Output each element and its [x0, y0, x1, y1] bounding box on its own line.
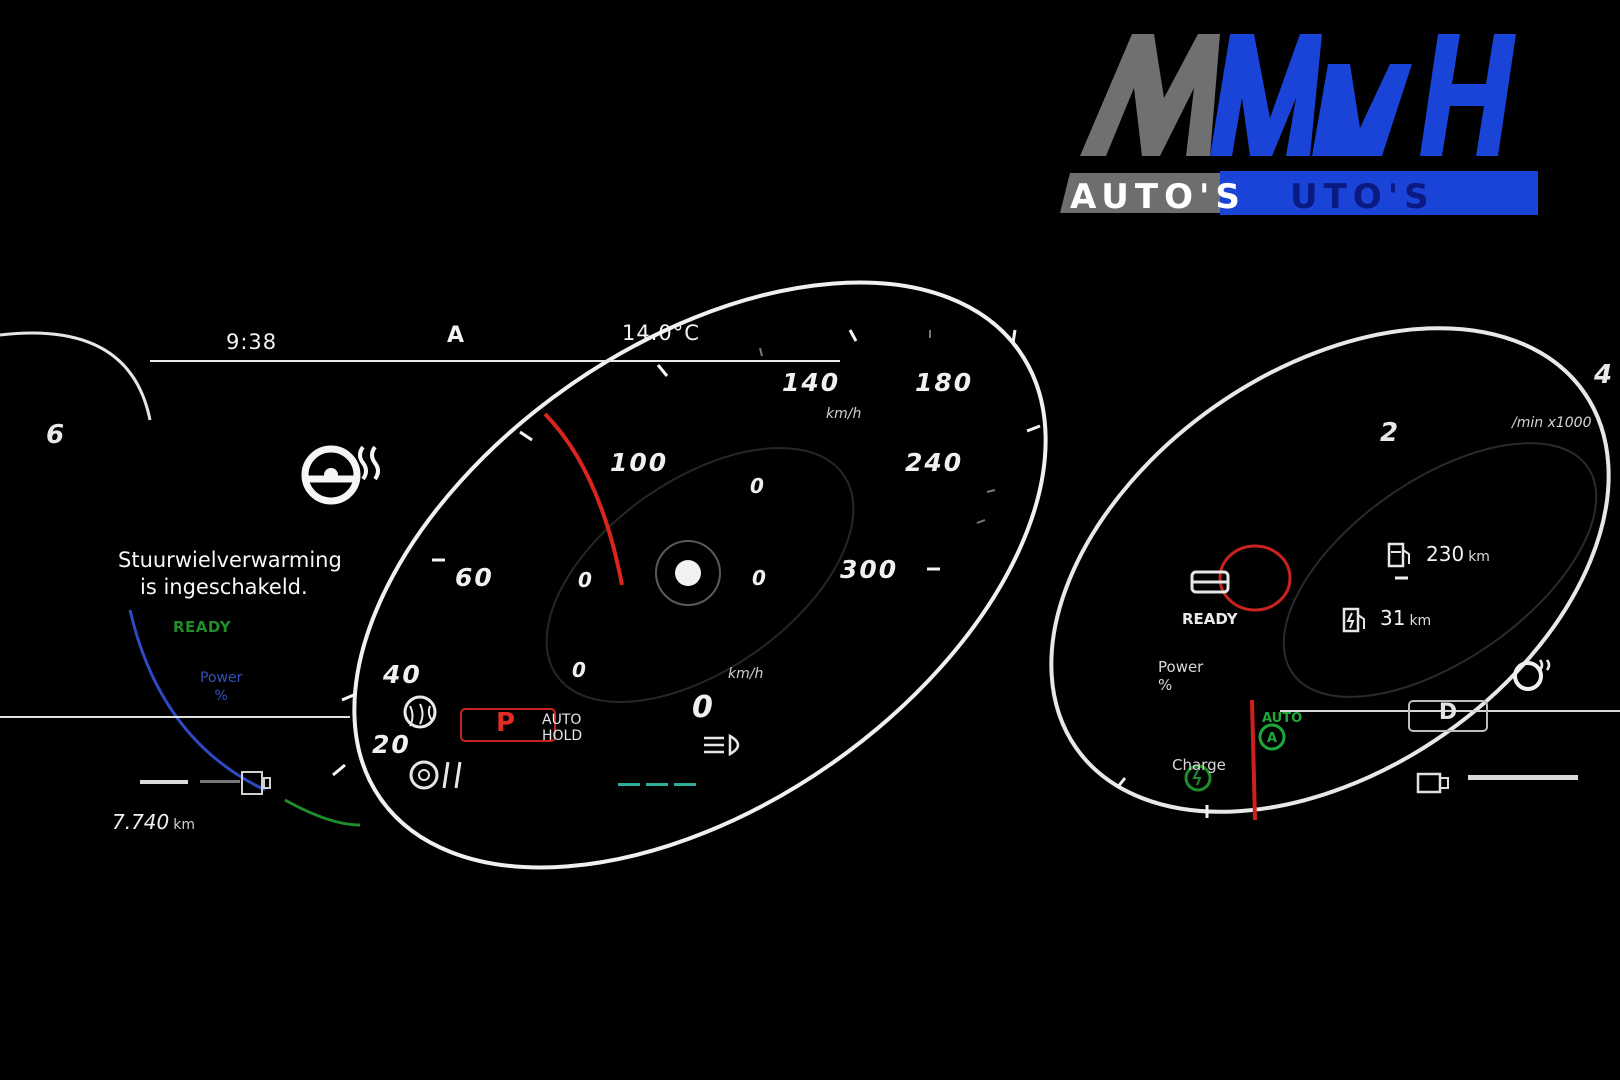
svg-text:UTO'S: UTO'S: [1290, 177, 1435, 217]
odometer-value: 7.740: [112, 810, 170, 834]
speed-label-180: 180: [915, 368, 974, 397]
auto-start-stop-icon: A: [1258, 723, 1286, 751]
rpm-scale-2: 2: [1380, 418, 1399, 448]
fuel-pump-icon: [1387, 542, 1410, 568]
autohold-line-2: HOLD: [542, 728, 583, 744]
speed-label-60: 60: [455, 563, 494, 592]
notification-text: Stuurwielverwarming is ingeschakeld.: [118, 547, 418, 601]
power-arc: [128, 609, 266, 792]
esp-off-icon: [403, 695, 437, 729]
bottom-divider-left: [0, 716, 350, 718]
charge-plug-icon: [1184, 764, 1212, 792]
speed-needle: [543, 412, 624, 586]
left-gauge-arc: [0, 331, 152, 421]
rpm-needle: [1250, 699, 1257, 821]
speed-label-300: 300: [840, 555, 899, 584]
gear-indicator-frame: [460, 708, 556, 742]
rpm-ring: [1049, 326, 1611, 814]
speed-unit: km/h: [826, 406, 862, 422]
heated-steering-wheel-icon: [301, 445, 380, 505]
odometer-unit: km: [173, 817, 196, 833]
gear-indicator: P: [496, 708, 516, 738]
svg-text:AUTO'S: AUTO'S: [1070, 177, 1246, 217]
digital-speed-unit: km/h: [728, 666, 764, 682]
inner-speed-bottom: 0: [572, 658, 587, 682]
outside-temperature: 14.0°C: [622, 321, 700, 345]
autohold-label: AUTO HOLD: [542, 712, 582, 744]
power-right-text: Power: [1158, 658, 1204, 676]
speed-label-140: 140: [782, 368, 841, 397]
power-unit-text: %: [214, 688, 228, 704]
bottom-divider-right: [1280, 710, 1620, 712]
ready-indicator-right: READY: [1182, 610, 1238, 628]
speed-label-40: 40: [383, 660, 422, 689]
headlight-icon: [704, 733, 740, 757]
auto-headlight-icon: A: [447, 323, 465, 348]
top-divider: [150, 360, 840, 362]
speed-label-100: 100: [610, 448, 669, 477]
inner-speed-left: 0: [578, 568, 593, 592]
drive-gear: D: [1438, 700, 1458, 725]
charge-arc: [284, 798, 361, 827]
speedometer-ring: [352, 280, 1048, 870]
battery-gauge-icon: [241, 771, 271, 795]
left-gauge-scale-6: 6: [46, 420, 65, 450]
rpm-scale-4: 4: [1594, 360, 1613, 390]
clock: 9:38: [226, 330, 278, 354]
svg-text:A: A: [1267, 731, 1277, 746]
fuel-gauge-icon: [1416, 772, 1449, 794]
inner-speed-top: 0: [750, 474, 765, 498]
notification-line-2: is ingeschakeld.: [140, 575, 308, 599]
ev-charge-icon: [1342, 607, 1365, 633]
fuel-range-unit: km: [1468, 549, 1490, 565]
charge-label: Charge: [1172, 756, 1226, 774]
ev-range-value: 31: [1380, 606, 1406, 630]
ev-range-unit: km: [1409, 613, 1432, 629]
fuel-range-value: 230: [1426, 542, 1465, 566]
auto-label: AUTO: [1262, 711, 1303, 726]
digital-speed: 0: [692, 690, 715, 725]
speed-label-240: 240: [905, 448, 964, 477]
power-label-left: Power %: [200, 669, 242, 705]
speed-label-20: 20: [372, 730, 411, 759]
drive-gear-frame: [1408, 700, 1488, 732]
speedometer-inner-ring: [545, 446, 855, 704]
ready-car-icon: [1190, 570, 1230, 594]
lane-assist-icon: [409, 760, 462, 790]
autohold-line-1: AUTO: [542, 712, 582, 728]
notification-line-1: Stuurwielverwarming: [118, 548, 342, 572]
power-right-unit: %: [1158, 676, 1173, 694]
ready-indicator-left: READY: [173, 618, 232, 636]
power-label-right: Power %: [1158, 658, 1203, 694]
power-label-text: Power: [200, 670, 243, 686]
brand-logo: AUTO'S UTO'S: [1060, 34, 1538, 217]
rpm-unit: /min x1000: [1512, 415, 1592, 431]
inner-speed-right: 0: [752, 566, 767, 590]
heated-steering-wheel-small-icon: [1513, 659, 1551, 691]
